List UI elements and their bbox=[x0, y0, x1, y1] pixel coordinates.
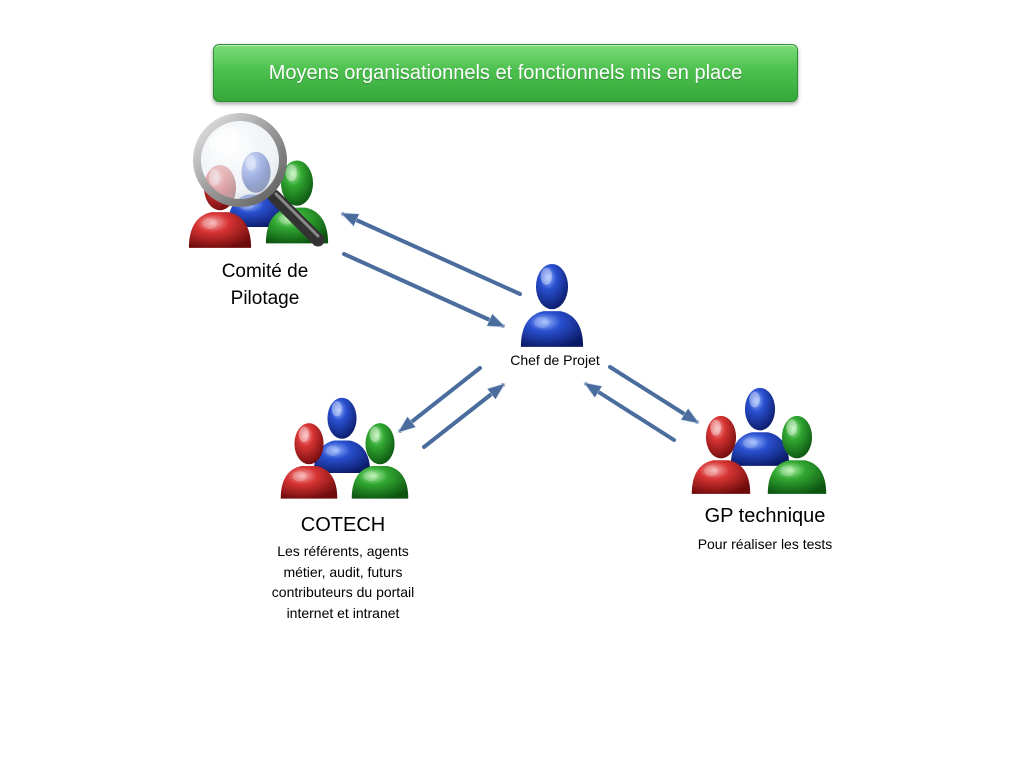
arrow-gp-to-chef bbox=[586, 384, 676, 442]
arrow-chef-to-comite bbox=[343, 212, 522, 296]
arrows bbox=[342, 212, 697, 449]
arrow-chef-to-gp bbox=[608, 365, 697, 422]
cotech-label: COTECH bbox=[300, 514, 386, 536]
cotech-description: Les référents, agents métier, audit, fut… bbox=[238, 541, 448, 623]
arrow-cotech-to-chef bbox=[422, 385, 503, 449]
comite-label-line: Comité de bbox=[221, 261, 309, 282]
arrow-chef-to-cotech bbox=[400, 366, 482, 431]
person-blue-icon bbox=[520, 263, 584, 347]
title-banner: Moyens organisationnels et fonctionnels … bbox=[213, 44, 798, 102]
cotech-description-line: Les référents, agents bbox=[277, 543, 409, 559]
magnifier-group-icon bbox=[188, 113, 329, 248]
chef-de-projet-label: Chef de Projet bbox=[510, 352, 600, 368]
page-title: Moyens organisationnels et fonctionnels … bbox=[268, 61, 743, 84]
person-blue-icon bbox=[730, 387, 790, 466]
cotech-description-line: internet et intranet bbox=[286, 604, 400, 621]
person-icon bbox=[520, 263, 584, 347]
cotech-description-line: contributeurs du portail bbox=[271, 584, 415, 600]
gp-technique-description: Pour réaliser les tests bbox=[697, 536, 833, 552]
comite-pilotage-label: Comité de Pilotage bbox=[185, 258, 345, 312]
magnifying-glass-icon bbox=[193, 113, 325, 247]
cotech-description-line: métier, audit, futurs bbox=[283, 563, 403, 580]
gp-group-icon bbox=[691, 387, 827, 494]
gp-technique-label: GP technique bbox=[704, 505, 826, 527]
comite-label-line: Pilotage bbox=[230, 288, 300, 309]
arrow-comite-to-chef bbox=[342, 252, 503, 328]
cotech-group-icon bbox=[280, 397, 409, 499]
